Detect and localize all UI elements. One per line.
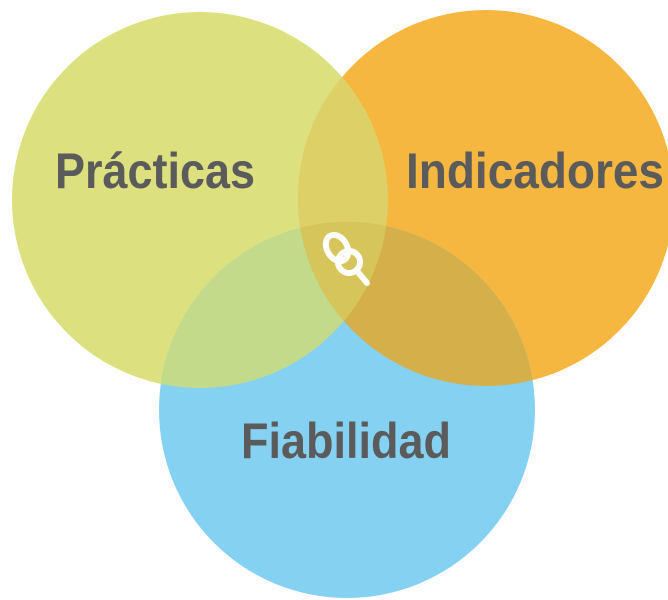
overlap-indicadores-fiabilidad — [298, 222, 535, 386]
label-indicadores: Indicadores — [406, 143, 664, 199]
label-fiabilidad: Fiabilidad — [241, 413, 451, 469]
rings-magnifier-icon — [322, 231, 370, 286]
overlap-practicas-fiabilidad — [159, 222, 388, 388]
label-practicas: Prácticas — [55, 143, 255, 199]
